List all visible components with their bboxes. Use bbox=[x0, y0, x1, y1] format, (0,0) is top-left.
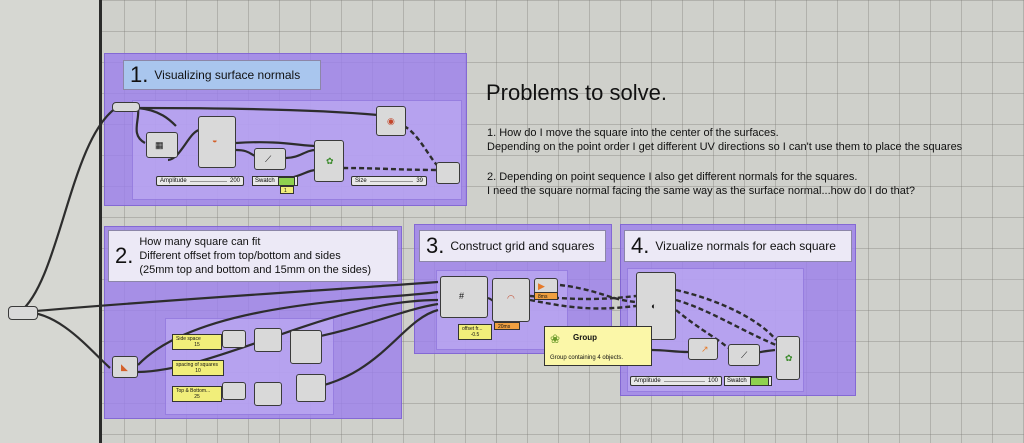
amplitude-component-2[interactable]: ↗ bbox=[688, 338, 718, 360]
rectangle-component[interactable]: ◠ bbox=[492, 278, 530, 322]
offset-time-badge: 20ms bbox=[494, 322, 520, 330]
preview-component-2[interactable]: ✿ bbox=[776, 336, 800, 380]
side-space-label: Side space bbox=[176, 336, 201, 342]
canvas-border bbox=[99, 0, 102, 443]
group-tooltip: ❀ Group Group containing 4 objects. bbox=[544, 326, 652, 366]
panel-small[interactable]: 1 bbox=[280, 186, 294, 194]
mesh-icon: ▦ bbox=[155, 140, 164, 150]
offset-label: offset fr... bbox=[462, 326, 483, 332]
vector-icon-2: ⟋ bbox=[741, 350, 748, 360]
rectangle-icon: ◠ bbox=[507, 293, 515, 303]
size-value: 39 bbox=[416, 178, 423, 184]
amplitude-track-1 bbox=[189, 180, 227, 182]
grid-component[interactable]: # bbox=[440, 276, 488, 318]
vector-display-component[interactable]: ⟋ bbox=[254, 148, 286, 170]
problem-2-line-1: 2. Depending on point sequence I also ge… bbox=[487, 171, 858, 183]
problems-heading: Problems to solve. bbox=[486, 80, 667, 105]
amplitude-slider-1[interactable]: Amplitude 200 bbox=[156, 176, 244, 186]
size-slider[interactable]: Size 39 bbox=[351, 176, 427, 186]
vector-display-component-2[interactable]: ⟋ bbox=[728, 344, 760, 366]
surface-component[interactable]: ◉ bbox=[376, 106, 406, 136]
group-2-title-line-1: How many square can fit bbox=[139, 236, 261, 248]
swatch-2[interactable]: Swatch bbox=[724, 376, 772, 386]
group-2-title-line-2: Different offset from top/bottom and sid… bbox=[139, 250, 341, 262]
swatch-1[interactable]: Swatch bbox=[252, 176, 298, 186]
preview-icon: ✿ bbox=[326, 156, 334, 166]
problem-1-line-2: Depending on the point order I get diffe… bbox=[487, 141, 963, 153]
floor-component-2[interactable] bbox=[296, 374, 326, 402]
evaluate-icon-2: ◐ bbox=[651, 301, 657, 311]
swatch-color-1 bbox=[277, 176, 295, 186]
area-icon: ▶ bbox=[538, 281, 545, 291]
spacing-label: spacing of squares bbox=[176, 362, 218, 368]
top-bottom-value: 25 bbox=[194, 394, 200, 400]
group-3-title-text: Construct grid and squares bbox=[450, 239, 595, 253]
offset-value: -0.5 bbox=[470, 332, 480, 338]
side-space-panel[interactable]: Side space 15 bbox=[172, 334, 222, 350]
tooltip-title: Group bbox=[573, 333, 597, 342]
top-bottom-label: Top & Bottom... bbox=[176, 388, 211, 394]
size-label: Size bbox=[355, 178, 367, 184]
top-bottom-panel[interactable]: Top & Bottom... 25 bbox=[172, 386, 222, 402]
surface-icon: ◉ bbox=[387, 116, 395, 126]
offset-time: 20ms bbox=[498, 324, 511, 330]
left-panel bbox=[0, 0, 100, 443]
evaluate-surface-component[interactable]: ◒ bbox=[198, 116, 236, 168]
group-4-number: 4. bbox=[631, 233, 650, 258]
amplitude-icon-2: ↗ bbox=[701, 344, 709, 354]
group-3-title: 3. Construct grid and squares bbox=[419, 230, 606, 262]
preview-component-1[interactable]: ✿ bbox=[314, 140, 344, 182]
minus-component-1[interactable] bbox=[222, 330, 246, 348]
amplitude-value-2: 100 bbox=[707, 378, 718, 384]
grid-icon: # bbox=[459, 291, 465, 301]
swatch-label-2: Swatch bbox=[727, 378, 747, 384]
group-icon: ❀ bbox=[550, 332, 561, 346]
preview-icon-2: ✿ bbox=[785, 353, 793, 363]
rms-value: 8ms bbox=[538, 294, 548, 300]
divide-component-2[interactable] bbox=[254, 382, 282, 406]
surface-param-icon: ◣ bbox=[121, 362, 128, 372]
mesh-surface-component[interactable]: ▦ bbox=[146, 132, 178, 158]
amplitude-track-2 bbox=[663, 380, 705, 382]
swatch-label-1: Swatch bbox=[255, 178, 275, 184]
divide-component-1[interactable] bbox=[254, 328, 282, 352]
spacing-panel[interactable]: spacing of squares 10 bbox=[172, 360, 224, 376]
floor-component-1[interactable] bbox=[290, 330, 322, 364]
evaluate-icon: ◒ bbox=[212, 135, 218, 145]
group-4-title-text: Vizualize normals for each square bbox=[655, 239, 836, 253]
tooltip-body: Group containing 4 objects. bbox=[550, 355, 624, 361]
spacing-value: 10 bbox=[195, 368, 201, 374]
panel-small-value: 1 bbox=[284, 188, 287, 194]
surface-input-component[interactable]: ◣ bbox=[112, 356, 138, 378]
group-2-title-line-3: (25mm top and bottom and 15mm on the sid… bbox=[139, 264, 372, 276]
amplitude-value-1: 200 bbox=[229, 178, 240, 184]
group-1-title: 1. Visualizing surface normals bbox=[123, 60, 321, 90]
relay-node-left[interactable] bbox=[8, 306, 38, 320]
rms-badge: 8ms bbox=[534, 292, 558, 300]
group-1-title-text: Visualizing surface normals bbox=[154, 68, 301, 82]
group-2-number: 2. bbox=[115, 243, 134, 268]
amplitude-label-2: Amplitude bbox=[634, 378, 661, 384]
size-track bbox=[369, 180, 414, 182]
amplitude-slider-2[interactable]: Amplitude 100 bbox=[630, 376, 722, 386]
group-4-title: 4. Vizualize normals for each square bbox=[624, 230, 852, 262]
vector-icon: ⟋ bbox=[265, 154, 272, 164]
group-2-title: 2. How many square can fit Different off… bbox=[108, 230, 398, 282]
amplitude-label-1: Amplitude bbox=[160, 178, 187, 184]
problem-1-line-1: 1. How do I move the square into the cen… bbox=[487, 127, 779, 139]
group-3-number: 3. bbox=[426, 233, 445, 258]
text-display-component[interactable] bbox=[436, 162, 460, 184]
group-1-number: 1. bbox=[130, 62, 149, 87]
swatch-color-2 bbox=[749, 376, 769, 386]
wire-1 bbox=[19, 107, 117, 313]
side-space-value: 15 bbox=[194, 342, 200, 348]
relay-node-top[interactable] bbox=[112, 102, 140, 112]
minus-component-2[interactable] bbox=[222, 382, 246, 400]
problem-2-line-2: I need the square normal facing the same… bbox=[487, 185, 916, 197]
offset-panel[interactable]: offset fr... -0.5 bbox=[458, 324, 492, 340]
